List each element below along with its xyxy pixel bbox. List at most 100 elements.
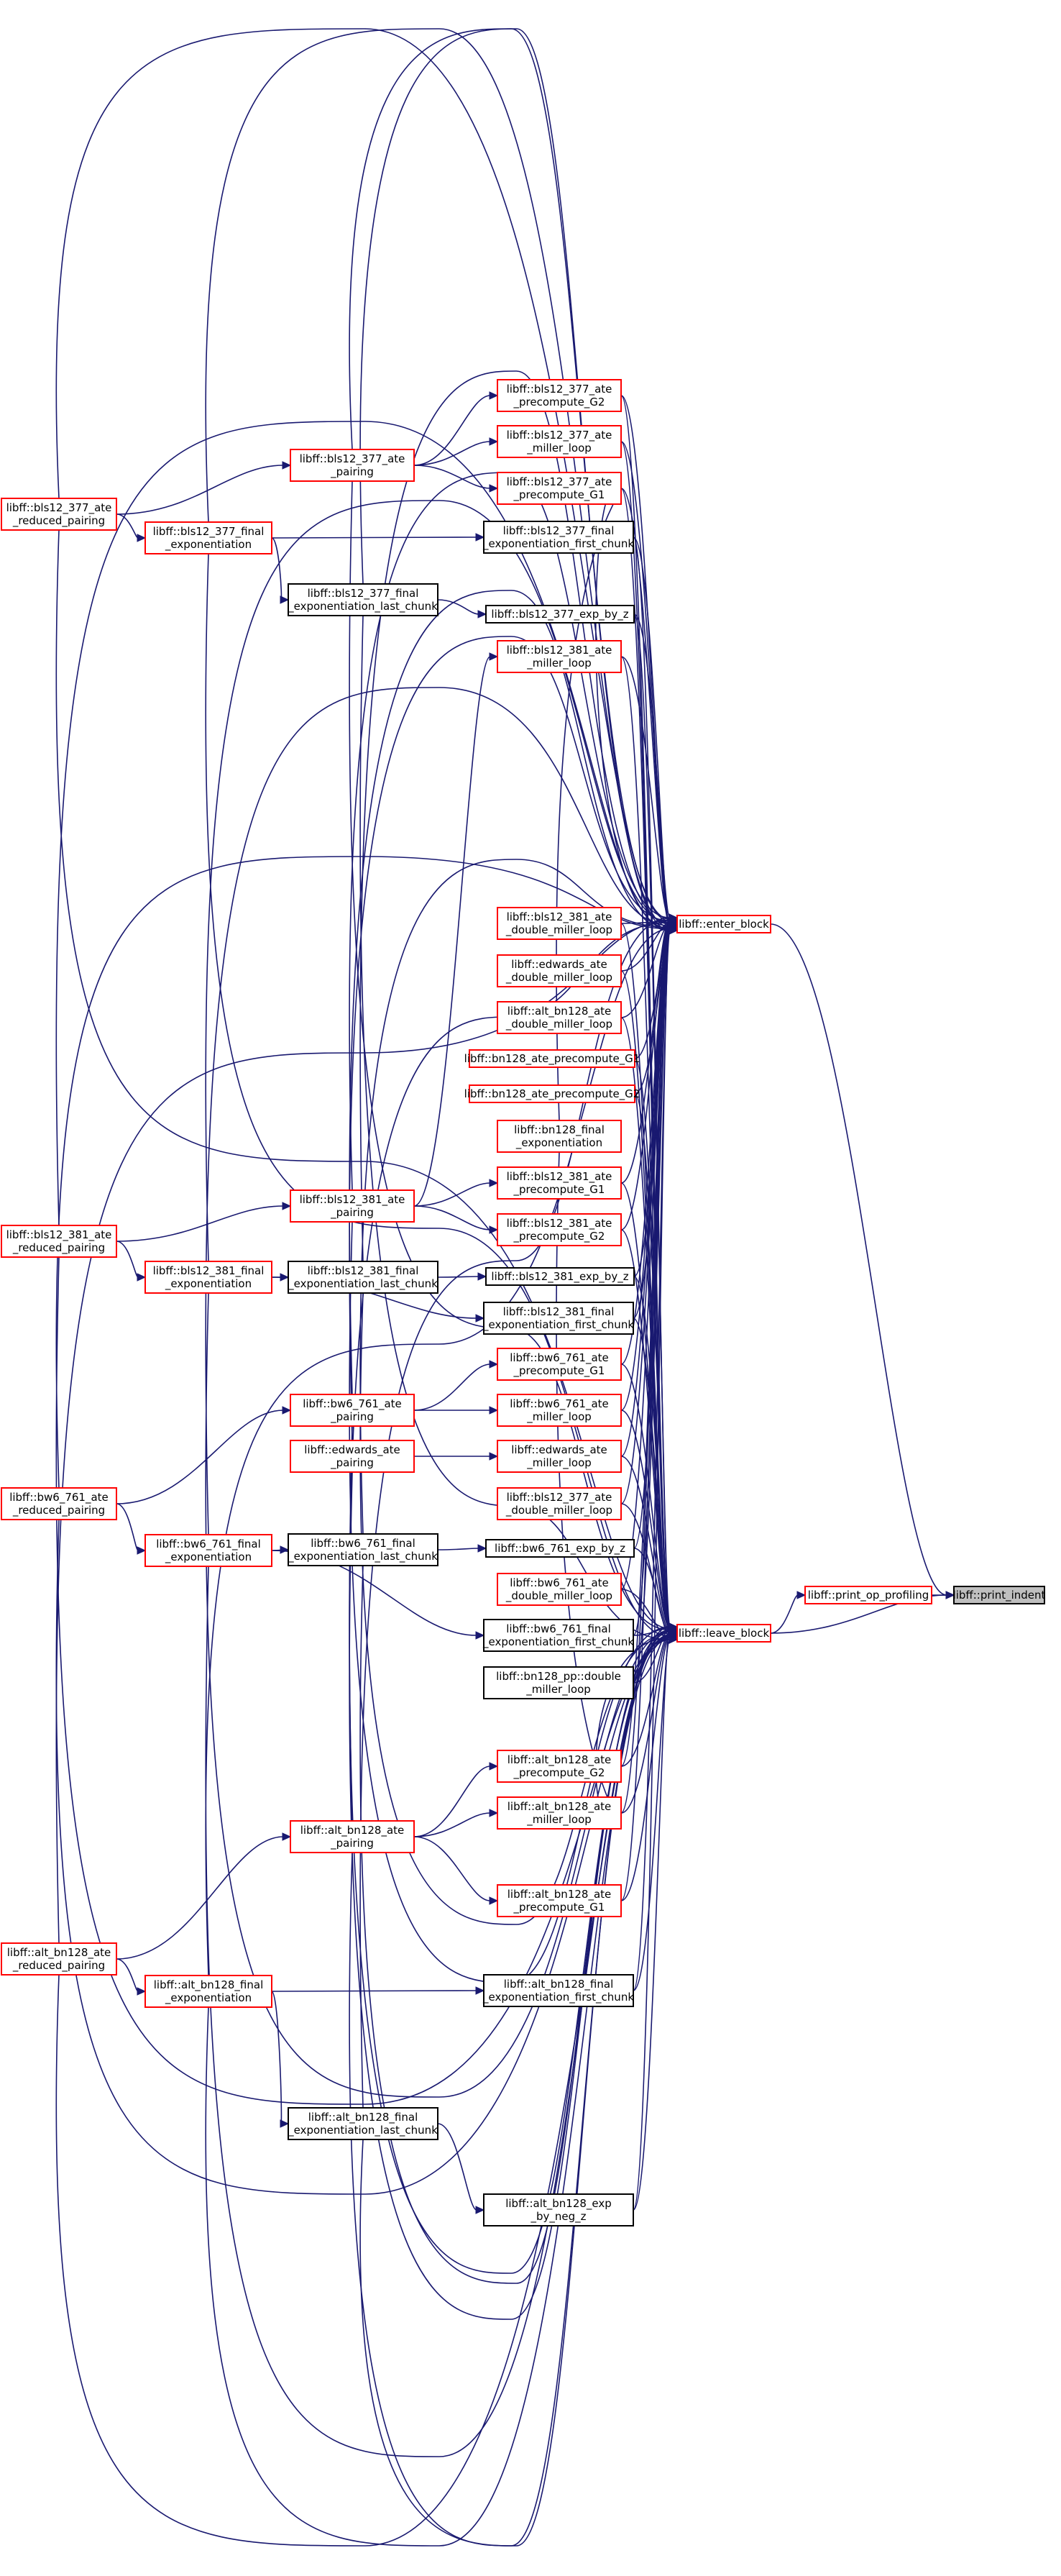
node-bw6-761-exp-by-z[interactable]: libff::bw6_761_exp_by_z: [485, 1539, 635, 1558]
node-box: [497, 954, 622, 987]
node-bls12-377-ate-precompute-G2[interactable]: libff::bls12_377_ate_precompute_G2: [497, 379, 622, 412]
node-label: _exponentiation: [515, 1136, 602, 1150]
node-alt-bn128-exp-by-neg-z[interactable]: libff::alt_bn128_exp_by_neg_z: [483, 2193, 634, 2226]
node-label: libff::alt_bn128_exp: [505, 2197, 612, 2211]
node-bls12-381-ate-reduced-pairing[interactable]: libff::bls12_381_ate_reduced_pairing: [1, 1225, 117, 1258]
node-label: libff::bw6_761_exp_by_z: [495, 1542, 625, 1556]
node-bls12-377-ate-reduced-pairing[interactable]: libff::bls12_377_ate_reduced_pairing: [1, 498, 117, 531]
edge-arrowhead: [477, 1272, 487, 1281]
node-bw6-761-final-exponentiation-last-chunk[interactable]: libff::bw6_761_final_exponentiation_last…: [288, 1533, 438, 1566]
edge-line: [413, 1182, 491, 1207]
node-box: [485, 1267, 635, 1286]
node-print-op-profiling[interactable]: libff::print_op_profiling: [804, 1586, 932, 1604]
node-label: _exponentiation_last_chunk: [288, 1277, 438, 1291]
node-alt-bn128-final-exponentiation-last-chunk[interactable]: libff::alt_bn128_final_exponentiation_la…: [288, 2107, 438, 2140]
node-label: libff::bls12_381_final: [308, 1264, 419, 1278]
edge-arrowhead: [489, 1360, 499, 1369]
node-label: libff::bls12_381_final: [503, 1305, 615, 1319]
node-label: libff::bw6_761_ate: [510, 1351, 609, 1365]
node-bls12-377-ate-miller-loop[interactable]: libff::bls12_377_ate_miller_loop: [497, 425, 622, 458]
node-bls12-377-final-exponentiation-last-chunk[interactable]: libff::bls12_377_final_exponentiation_la…: [288, 583, 438, 616]
node-bls12-377-exp-by-z[interactable]: libff::bls12_377_exp_by_z: [485, 605, 635, 624]
node-bls12-381-ate-miller-loop[interactable]: libff::bls12_381_ate_miller_loop: [497, 640, 622, 673]
edge-arrowhead: [945, 1591, 955, 1599]
node-label: _double_miller_loop: [505, 1018, 612, 1031]
node-bls12-381-exp-by-z[interactable]: libff::bls12_381_exp_by_z: [485, 1267, 635, 1286]
node-box: [469, 1049, 635, 1068]
node-bw6-761-ate-reduced-pairing[interactable]: libff::bw6_761_ate_reduced_pairing: [1, 1487, 117, 1520]
node-bn128-final-exponentiation[interactable]: libff::bn128_final_exponentiation: [497, 1120, 622, 1153]
node-alt-bn128-ate-miller-loop[interactable]: libff::alt_bn128_ate_miller_loop: [497, 1796, 622, 1830]
edge-line: [413, 441, 491, 466]
edge-line: [359, 1292, 671, 1925]
node-bls12-377-ate-precompute-G1[interactable]: libff::bls12_377_ate_precompute_G1: [497, 472, 622, 505]
node-print-indent[interactable]: libff::print_indent: [953, 1586, 1046, 1604]
node-label: libff::alt_bn128_final: [154, 1978, 264, 1992]
node-leave-block[interactable]: libff::leave_block: [676, 1624, 771, 1643]
node-label: libff::bls12_377_ate: [507, 475, 612, 489]
node-bls12-381-final-exponentiation-last-chunk[interactable]: libff::bls12_381_final_exponentiation_la…: [288, 1261, 438, 1294]
edge-line: [413, 395, 491, 466]
node-label: _pairing: [330, 1837, 374, 1850]
node-bls12-381-ate-precompute-G2[interactable]: libff::bls12_381_ate_precompute_G2: [497, 1213, 622, 1246]
edge-arrowhead: [489, 1452, 499, 1461]
node-label: libff::bls12_377_ate: [507, 1491, 612, 1504]
edge-arrowhead: [489, 652, 499, 661]
node-edwards-ate-miller-loop[interactable]: libff::edwards_ate_miller_loop: [497, 1440, 622, 1473]
node-alt-bn128-ate-precompute-G1[interactable]: libff::alt_bn128_ate_precompute_G1: [497, 1884, 622, 1917]
node-bls12-381-final-exponentiation[interactable]: libff::bls12_381_final_exponentiation: [144, 1261, 272, 1294]
edge-bls12-377-ate-pairing-to-bls12-377-ate-precompute-G2: [413, 391, 499, 466]
edge-bls12-381-ate-pairing-to-bls12-381-ate-precompute-G2: [413, 1205, 499, 1234]
node-edwards-ate-double-miller-loop[interactable]: libff::edwards_ate_double_miller_loop: [497, 954, 622, 987]
node-alt-bn128-final-exponentiation[interactable]: libff::alt_bn128_final_exponentiation: [144, 1975, 272, 2008]
node-bls12-381-ate-pairing[interactable]: libff::bls12_381_ate_pairing: [290, 1189, 415, 1223]
edge-bw6-761-final-exponentiation-to-bw6-761-final-exponentiation-last-chunk: [271, 1545, 290, 1554]
node-alt-bn128-final-exponentiation-first-chunk[interactable]: libff::alt_bn128_final_exponentiation_fi…: [482, 1974, 634, 2007]
node-label: libff::bn128_final: [514, 1123, 605, 1137]
node-box: [144, 1261, 272, 1294]
node-bw6-761-ate-pairing[interactable]: libff::bw6_761_ate_pairing: [290, 1394, 415, 1427]
node-bls12-381-ate-double-miller-loop[interactable]: libff::bls12_381_ate_double_miller_loop: [497, 907, 622, 940]
edge-bw6-761-ate-reduced-pairing-to-bw6-761-ate-pairing: [116, 1406, 292, 1504]
node-alt-bn128-ate-pairing[interactable]: libff::alt_bn128_ate_pairing: [290, 1820, 415, 1853]
edge-bls12-381-ate-reduced-pairing-to-bls12-381-final-exponentiation: [116, 1241, 147, 1282]
node-bn128-ate-precompute-G1[interactable]: libff::bn128_ate_precompute_G1: [464, 1049, 640, 1068]
node-label: _miller_loop: [525, 1683, 591, 1696]
node-alt-bn128-ate-double-miller-loop[interactable]: libff::alt_bn128_ate_double_miller_loop: [497, 1001, 622, 1034]
edge-line: [413, 1766, 491, 1837]
node-label: libff::bls12_381_ate: [6, 1228, 112, 1242]
node-bls12-377-final-exponentiation-first-chunk[interactable]: libff::bls12_377_final_exponentiation_fi…: [482, 521, 634, 554]
node-label: libff::bw6_761_final: [506, 1622, 611, 1636]
node-box: [497, 425, 622, 458]
edge-line: [116, 465, 284, 515]
edge-arrowhead: [669, 1624, 679, 1633]
node-bw6-761-ate-precompute-G1[interactable]: libff::bw6_761_ate_precompute_G1: [497, 1348, 622, 1381]
node-alt-bn128-ate-reduced-pairing[interactable]: libff::alt_bn128_ate_reduced_pairing: [1, 1942, 117, 1976]
node-label: _exponentiation_last_chunk: [288, 2124, 438, 2137]
node-label: _precompute_G1: [513, 1901, 605, 1914]
node-bw6-761-ate-double-miller-loop[interactable]: libff::bw6_761_ate_double_miller_loop: [497, 1573, 622, 1606]
node-bw6-761-final-exponentiation-first-chunk[interactable]: libff::bw6_761_final_exponentiation_firs…: [482, 1619, 634, 1652]
node-bw6-761-ate-miller-loop[interactable]: libff::bw6_761_ate_miller_loop: [497, 1394, 622, 1427]
node-edwards-ate-pairing[interactable]: libff::edwards_ate_pairing: [290, 1440, 415, 1473]
node-label: _double_miller_loop: [505, 1589, 612, 1603]
node-bls12-377-final-exponentiation[interactable]: libff::bls12_377_final_exponentiation: [144, 521, 272, 554]
node-label: _reduced_pairing: [12, 1504, 105, 1517]
node-enter-block[interactable]: libff::enter_block: [676, 915, 771, 933]
node-label: libff::edwards_ate: [511, 1443, 607, 1457]
node-label: libff::bls12_381_final: [153, 1264, 265, 1278]
node-bw6-761-final-exponentiation[interactable]: libff::bw6_761_final_exponentiation: [144, 1534, 272, 1567]
node-alt-bn128-ate-precompute-G2[interactable]: libff::alt_bn128_ate_precompute_G2: [497, 1750, 622, 1783]
node-bls12-377-ate-pairing[interactable]: libff::bls12_377_ate_pairing: [290, 449, 415, 482]
node-label: libff::print_op_profiling: [808, 1589, 929, 1602]
edge-bw6-761-ate-pairing-to-bw6-761-ate-miller-loop: [414, 1406, 499, 1415]
edge-arrowhead: [137, 1987, 147, 1996]
node-bls12-381-ate-precompute-G1[interactable]: libff::bls12_381_ate_precompute_G1: [497, 1166, 622, 1200]
node-label: libff::bls12_381_ate: [507, 1170, 612, 1184]
node-bn128-ate-precompute-G2[interactable]: libff::bn128_ate_precompute_G2: [464, 1084, 640, 1103]
node-box: [290, 1820, 415, 1853]
node-bls12-377-ate-double-miller-loop[interactable]: libff::bls12_377_ate_double_miller_loop: [497, 1487, 622, 1520]
node-bn128-pp-double-miller-loop[interactable]: libff::bn128_pp::double_miller_loop: [483, 1666, 634, 1699]
node-bls12-381-final-exponentiation-first-chunk[interactable]: libff::bls12_381_final_exponentiation_fi…: [482, 1302, 634, 1335]
edge-alt-bn128-exp-by-neg-z-to-enter-block: [633, 915, 679, 2211]
